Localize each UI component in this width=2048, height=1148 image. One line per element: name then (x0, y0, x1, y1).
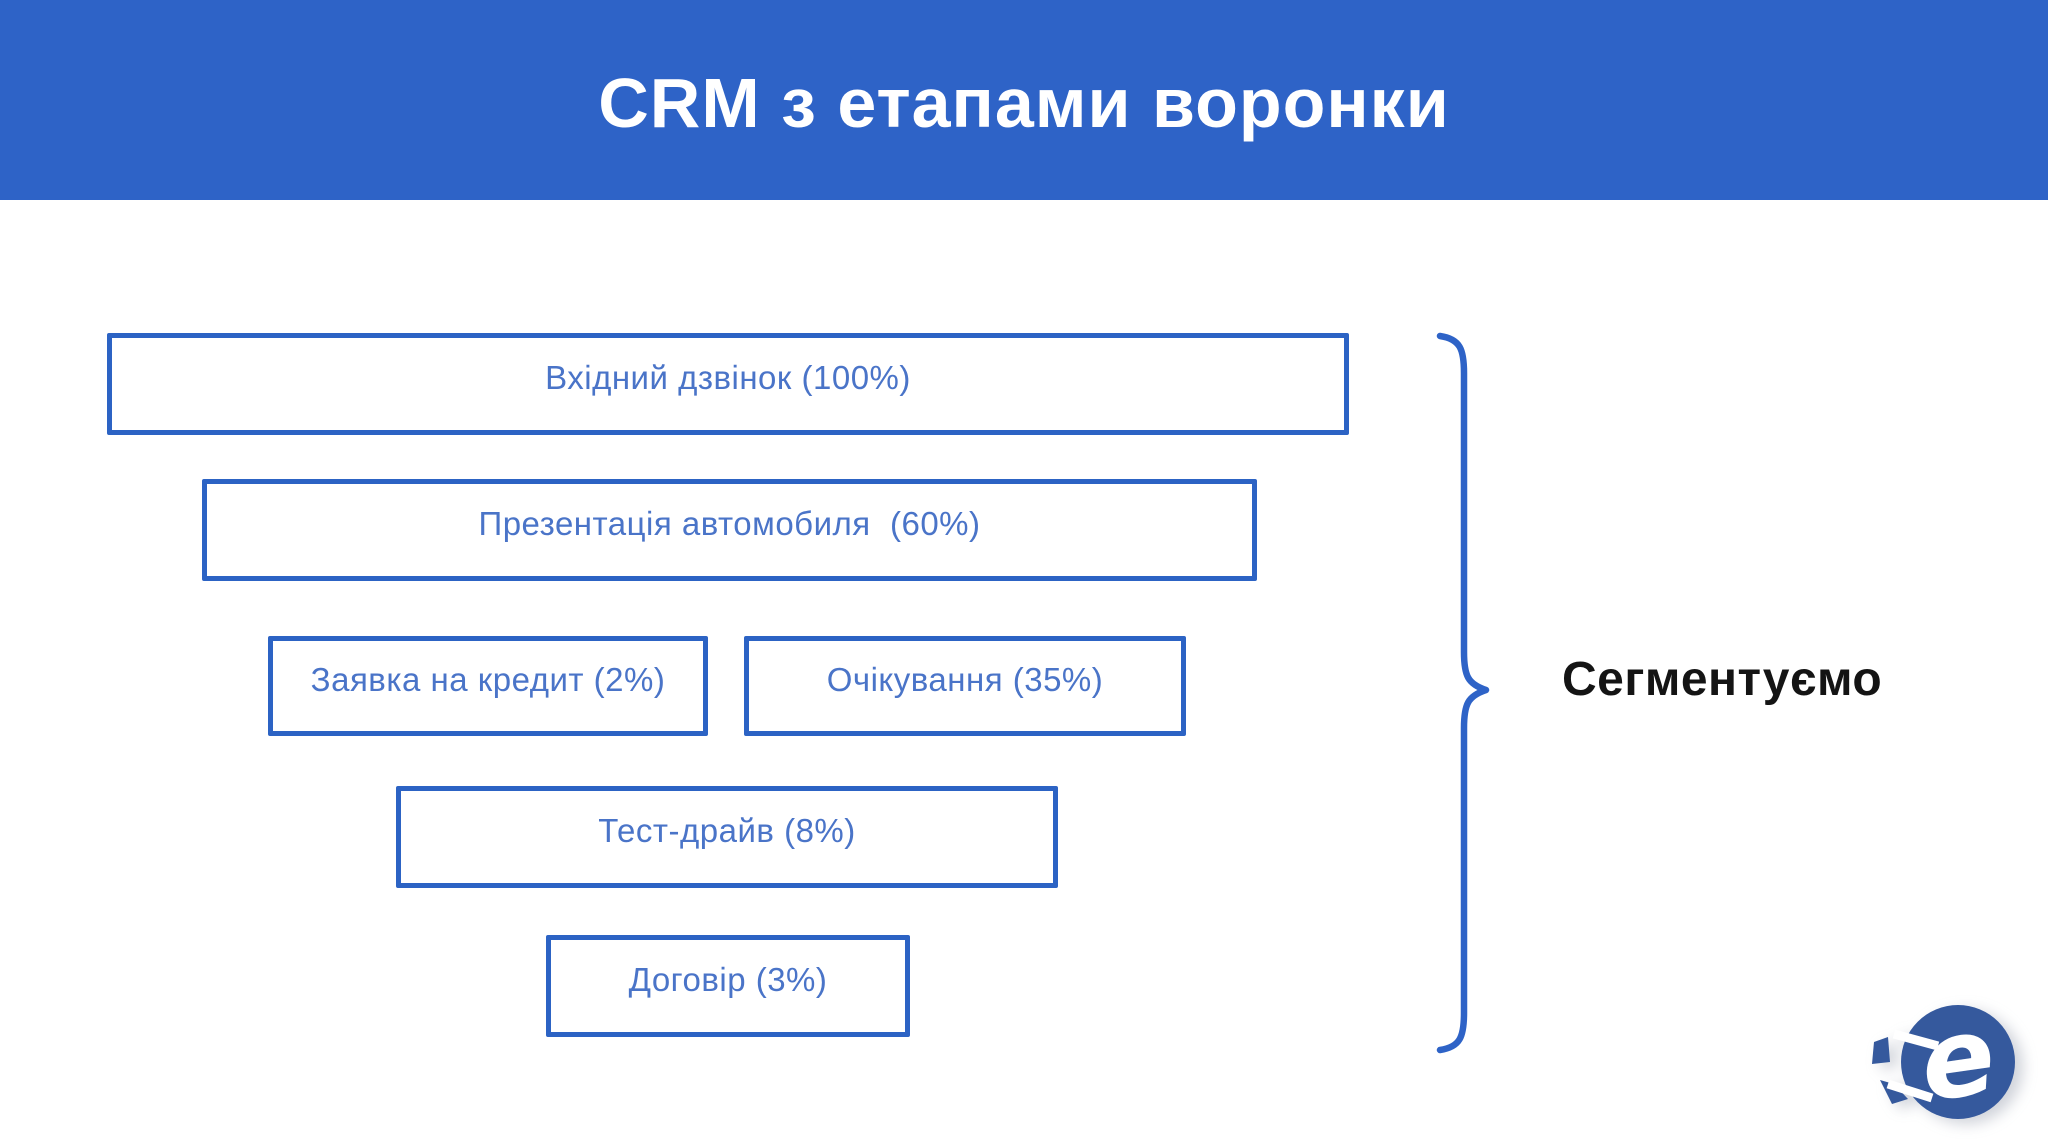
logo-icon: e (1872, 1004, 2015, 1126)
stage-label: Очікування (35%) (826, 661, 1104, 698)
logo-letter: e (1913, 1004, 2003, 1126)
funnel-stage-incoming-call: Вхідний дзвінок (100%) (107, 333, 1349, 435)
funnel-stage-contract: Договір (3%) (546, 935, 910, 1037)
stage-label: Вхідний дзвінок (100%) (545, 359, 911, 396)
funnel-stage-car-presentation: Презентація автомобиля (60%) (202, 479, 1257, 581)
stage-label: Договір (3%) (628, 961, 828, 998)
stage-label: Презентація автомобиля (60%) (478, 505, 981, 542)
funnel-stage-test-drive: Тест-драйв (8%) (396, 786, 1058, 888)
stage-label: Тест-драйв (8%) (598, 812, 856, 849)
title-bar: CRM з етапами воронки (0, 0, 2048, 200)
funnel-stage-credit-application: Заявка на кредит (2%) (268, 636, 708, 736)
slide-title: CRM з етапами воронки (598, 64, 1450, 142)
funnel-stage-waiting: Очікування (35%) (744, 636, 1186, 736)
segment-annotation: Сегментуємо (1562, 653, 1883, 706)
stage-label: Заявка на кредит (2%) (310, 661, 666, 698)
curly-brace-icon (1436, 332, 1490, 1054)
